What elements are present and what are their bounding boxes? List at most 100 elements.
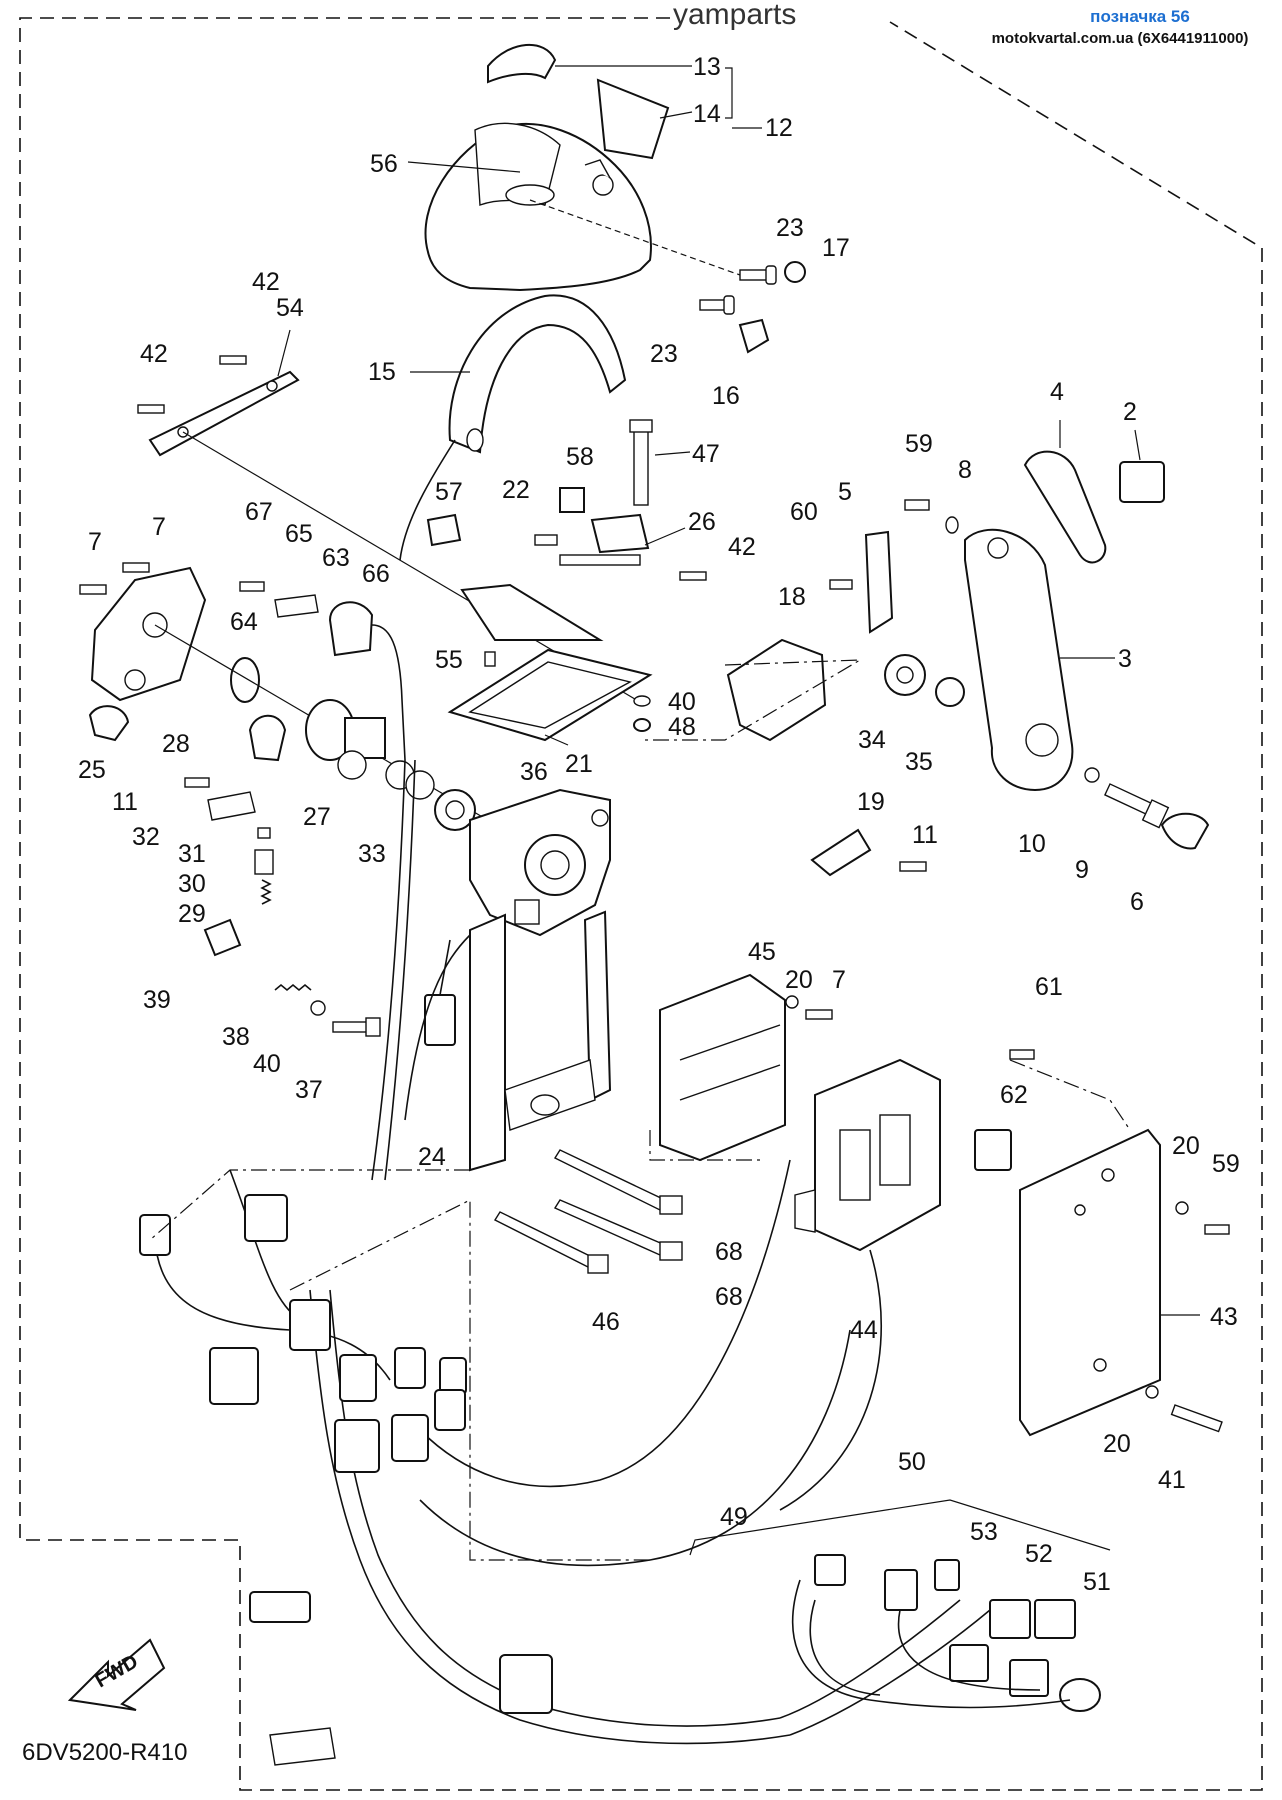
- callout-43: 43: [1210, 1303, 1238, 1331]
- cap-16: [738, 318, 770, 354]
- callout-51: 51: [1083, 1568, 1111, 1596]
- bracket-19: [810, 828, 872, 877]
- callout-11-left: 11: [112, 788, 138, 816]
- screw-42-b: [137, 404, 165, 414]
- screw-22: [534, 534, 558, 546]
- bolt-37: [332, 1017, 381, 1037]
- washer-20-a: [785, 995, 799, 1009]
- connector-d: [339, 1354, 377, 1402]
- cable-tie-68-b: [553, 1199, 683, 1261]
- connector-k: [249, 1591, 311, 1623]
- connector-i: [434, 1389, 466, 1431]
- callout-7-a: 7: [88, 528, 102, 556]
- callout-67: 67: [245, 498, 273, 526]
- mount-plate: [460, 583, 604, 641]
- callout-14: 14: [693, 100, 721, 128]
- bolt-9: [1103, 783, 1170, 829]
- callout-40-lower: 40: [253, 1050, 281, 1078]
- washer-40-top: [633, 695, 651, 707]
- callout-63: 63: [322, 544, 350, 572]
- callout-68-b: 68: [715, 1283, 743, 1311]
- callout-27: 27: [303, 803, 331, 831]
- screw-42-c: [679, 571, 707, 581]
- callout-8: 8: [958, 456, 972, 484]
- lever-arm-3: [964, 528, 1074, 792]
- callout-46: 46: [592, 1308, 620, 1336]
- detent-30: [254, 849, 274, 875]
- callout-25: 25: [78, 756, 106, 784]
- ref-line-2: [649, 1130, 760, 1161]
- connector-f: [439, 1357, 467, 1395]
- screw-7-a: [79, 584, 107, 595]
- callout-58: 58: [566, 443, 594, 471]
- screw-59-right: [1204, 1224, 1230, 1235]
- control-housing: [469, 788, 611, 937]
- cap-17: [784, 261, 806, 283]
- washer-10: [1084, 767, 1100, 783]
- callout-45: 45: [748, 938, 776, 966]
- nut-48: [633, 718, 651, 732]
- callout-53: 53: [970, 1518, 998, 1546]
- callout-28: 28: [162, 730, 190, 758]
- callout-23-top: 23: [776, 214, 804, 242]
- callout-54: 54: [276, 294, 304, 322]
- connector-62: [974, 1129, 1012, 1171]
- ref-line-4: [1009, 1059, 1131, 1131]
- lead-66: [371, 624, 406, 761]
- callout-66: 66: [362, 560, 390, 588]
- callout-18: 18: [778, 583, 806, 611]
- callout-34: 34: [858, 726, 886, 754]
- callout-33: 33: [358, 840, 386, 868]
- diagram-code: 6DV5200-R410: [22, 1739, 187, 1766]
- washer-8: [945, 516, 959, 534]
- callout-21: 21: [565, 750, 593, 778]
- fwd-arrow: [67, 1638, 166, 1711]
- callout-40-top: 40: [668, 688, 696, 716]
- bracket-54: [148, 370, 300, 457]
- callout-11-right: 11: [912, 821, 938, 849]
- ball-31: [257, 827, 271, 839]
- callout-2: 2: [1123, 398, 1137, 426]
- callout-65: 65: [285, 520, 313, 548]
- callout-24: 24: [418, 1143, 446, 1171]
- callout-35: 35: [905, 748, 933, 776]
- callout-68-a: 68: [715, 1238, 743, 1266]
- callout-30: 30: [178, 870, 206, 898]
- callout-29: 29: [178, 900, 206, 928]
- callout-39: 39: [143, 986, 171, 1014]
- callout-41: 41: [1158, 1466, 1186, 1494]
- bolt-47: [629, 419, 653, 506]
- callout-7-c: 7: [832, 966, 846, 994]
- callout-16: 16: [712, 382, 740, 410]
- clip-39: [203, 918, 242, 957]
- subharness-49: [791, 1554, 1101, 1712]
- shaft-27: [305, 699, 386, 780]
- screw-67: [239, 581, 265, 592]
- callout-59-top: 59: [905, 430, 933, 458]
- screw-55: [484, 651, 496, 667]
- switch-2: [1119, 461, 1165, 503]
- washer-20-c: [1145, 1385, 1159, 1399]
- connector-a: [244, 1194, 288, 1242]
- callout-3: 3: [1118, 645, 1132, 673]
- header-source: motokvartal.com.ua (6X6441911000): [992, 30, 1249, 47]
- callout-9: 9: [1075, 856, 1089, 884]
- ref-line-1: [640, 659, 861, 741]
- callout-20-b: 20: [1172, 1132, 1200, 1160]
- callout-20-a: 20: [785, 966, 813, 994]
- watermark: yamparts: [673, 0, 796, 31]
- callout-23-lower: 23: [650, 340, 678, 368]
- callout-47: 47: [692, 440, 720, 468]
- callout-13: 13: [693, 53, 721, 81]
- callout-48: 48: [668, 713, 696, 741]
- ref-line-3: [149, 1169, 470, 1241]
- assembly-boundary: [19, 17, 1263, 1791]
- callout-57: 57: [435, 478, 463, 506]
- bolt-41: [1170, 1404, 1223, 1433]
- callout-52: 52: [1025, 1540, 1053, 1568]
- screw-11-right: [899, 861, 927, 872]
- switch-63: [328, 601, 374, 657]
- callout-12: 12: [765, 114, 793, 142]
- bracket-26: [559, 513, 650, 566]
- callout-61: 61: [1035, 973, 1063, 1001]
